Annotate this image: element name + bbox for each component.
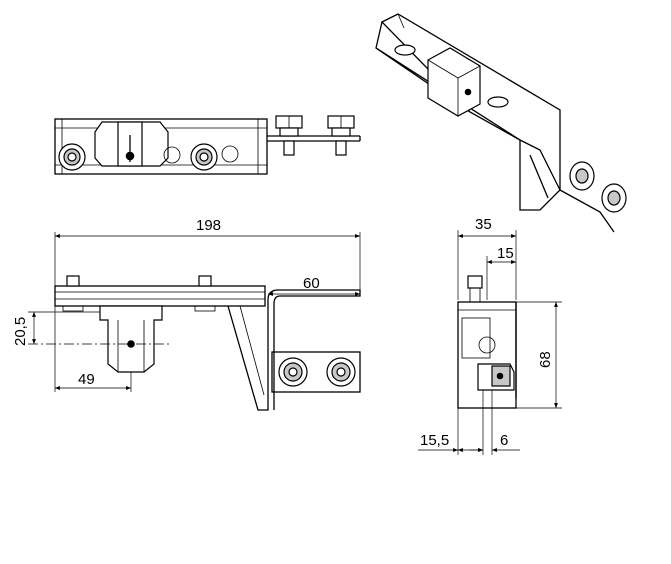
front-dimensions: 198 60 20,5 49 — [12, 217, 361, 392]
front-roller-right — [326, 357, 356, 387]
dim-35: 35 — [475, 216, 492, 233]
front-roller-left — [278, 357, 308, 387]
dim-198: 198 — [196, 217, 221, 234]
dim-49: 49 — [78, 371, 95, 388]
iso-bolt-lower — [601, 183, 627, 213]
isometric-view — [375, 13, 627, 233]
dim-15: 15 — [497, 245, 514, 262]
dim-68: 68 — [537, 351, 554, 368]
top-roller-right — [190, 143, 218, 171]
top-view — [54, 115, 361, 175]
top-bolt-right — [327, 115, 355, 156]
side-dimensions: 35 15 68 15,5 6 — [418, 216, 562, 455]
iso-bolt-upper — [569, 161, 595, 191]
dim-15-5: 15,5 — [420, 432, 449, 449]
top-bolt-left — [275, 115, 303, 156]
dim-60: 60 — [303, 275, 320, 292]
front-view — [28, 275, 361, 411]
dim-20-5: 20,5 — [12, 317, 29, 346]
top-roller-left — [58, 143, 86, 171]
dim-6: 6 — [500, 432, 508, 449]
side-view — [457, 275, 517, 409]
